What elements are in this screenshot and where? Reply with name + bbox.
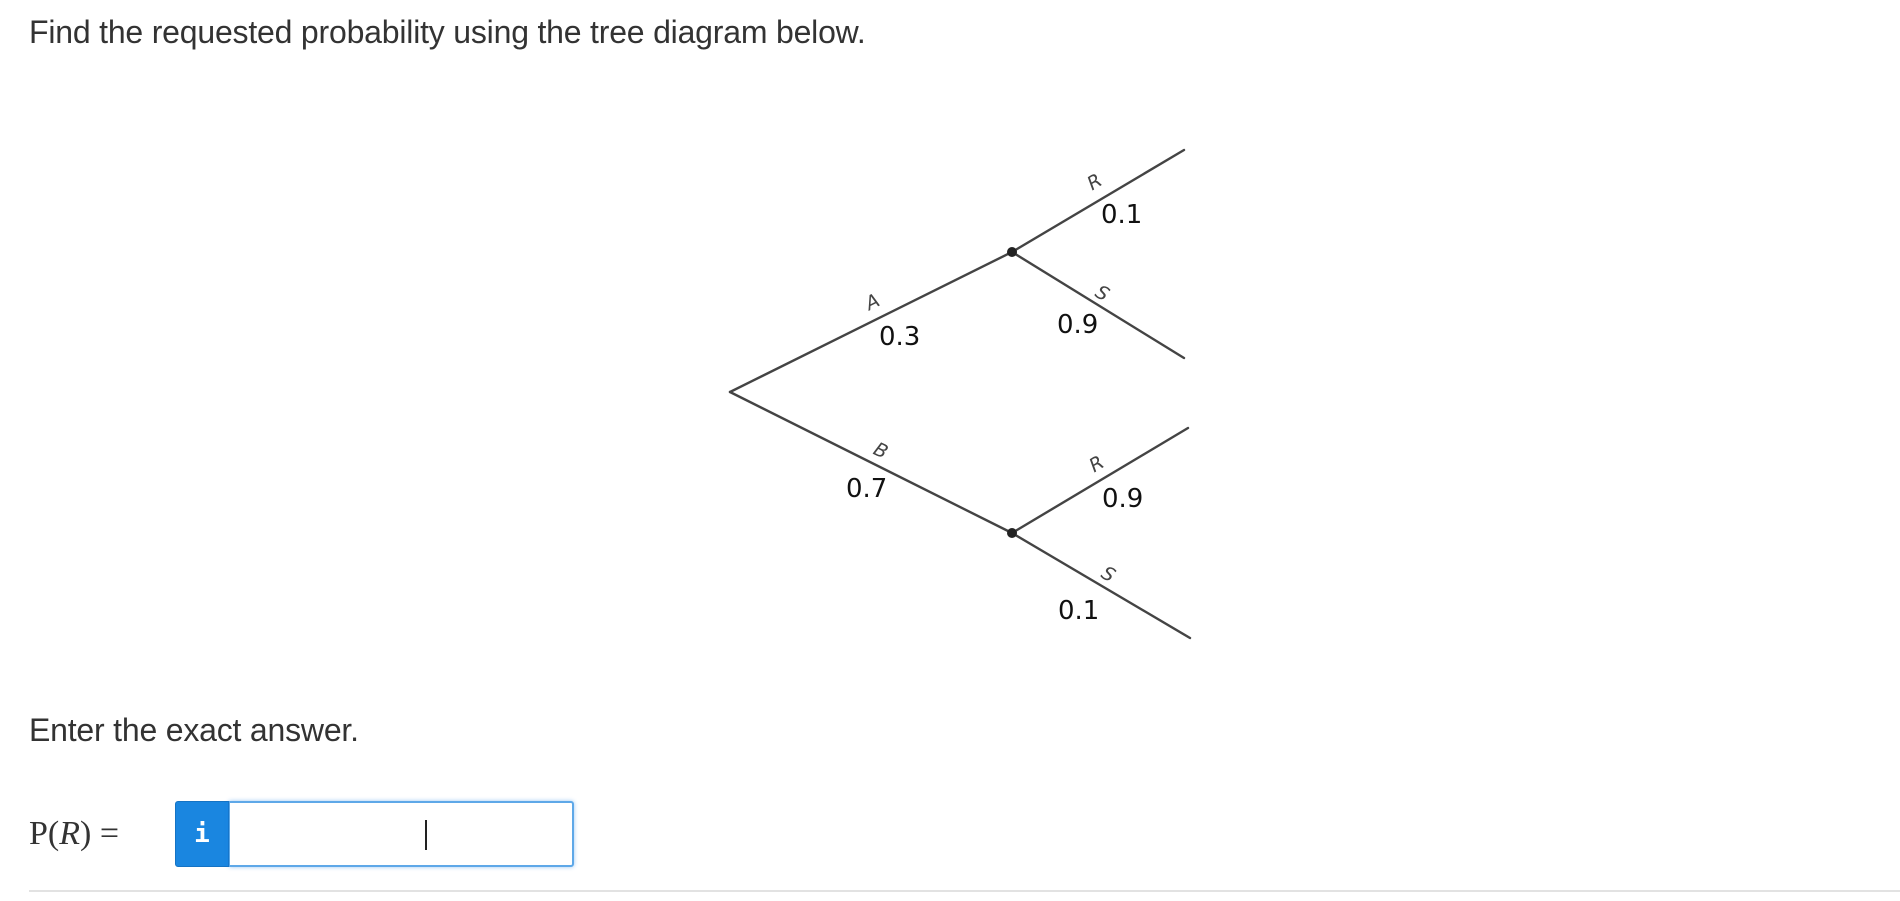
event-label-b: B bbox=[870, 438, 891, 463]
probability-b-r: 0.9 bbox=[1102, 484, 1143, 514]
branch-a-s-line bbox=[1010, 250, 1186, 360]
answer-input-group: i bbox=[175, 801, 574, 867]
probability-a: 0.3 bbox=[879, 322, 920, 352]
text-caret bbox=[425, 820, 427, 850]
node-a-dot bbox=[1007, 247, 1017, 257]
probability-b-s: 0.1 bbox=[1058, 596, 1099, 626]
branch-b-r-line bbox=[1010, 426, 1190, 535]
probability-a-r: 0.1 bbox=[1101, 200, 1142, 230]
info-icon: i bbox=[194, 819, 210, 849]
answer-input[interactable] bbox=[229, 801, 574, 867]
probability-expression: P(R) = bbox=[29, 815, 175, 853]
question-prompt: Find the requested probability using the… bbox=[29, 14, 866, 50]
label-variable: R bbox=[59, 815, 81, 852]
branch-a-line bbox=[728, 250, 1014, 394]
branch-b-s-line bbox=[1010, 531, 1192, 640]
event-label-b-s: S bbox=[1097, 562, 1119, 587]
label-prefix: P( bbox=[29, 815, 60, 852]
branch-b-line bbox=[728, 390, 1014, 535]
event-label-a: A bbox=[860, 289, 883, 315]
node-b-dot bbox=[1007, 528, 1017, 538]
bottom-divider bbox=[29, 890, 1900, 892]
answer-row: P(R) = i bbox=[29, 800, 574, 868]
label-suffix: ) = bbox=[80, 815, 120, 852]
probability-b: 0.7 bbox=[846, 474, 887, 504]
event-label-b-r: R bbox=[1085, 451, 1108, 477]
probability-a-s: 0.9 bbox=[1057, 310, 1098, 340]
branch-a-r-line bbox=[1010, 148, 1186, 254]
instruction-text: Enter the exact answer. bbox=[29, 712, 359, 748]
info-button[interactable]: i bbox=[175, 801, 229, 867]
event-label-a-r: R bbox=[1083, 169, 1106, 195]
